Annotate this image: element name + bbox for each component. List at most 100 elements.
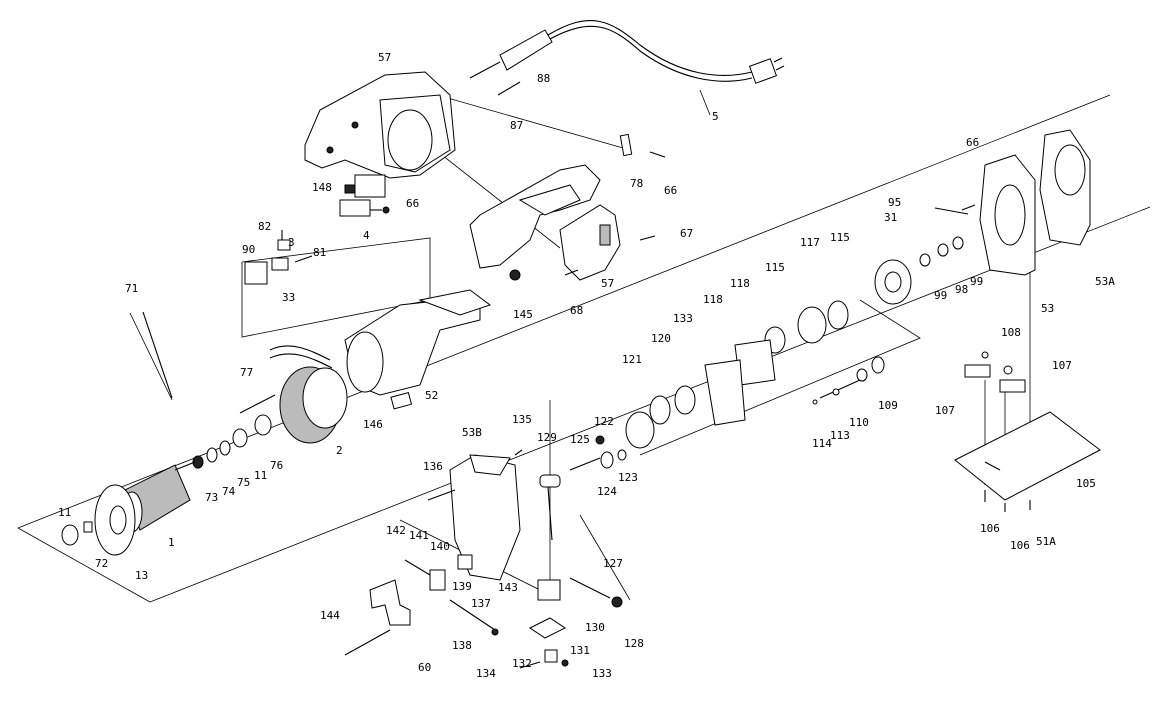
gear-31 (874, 259, 912, 305)
label-57a: 57 (378, 51, 392, 64)
label-122: 122 (594, 415, 614, 428)
label-87: 87 (510, 119, 524, 132)
label-106a: 106 (980, 522, 1000, 535)
power-cord (547, 20, 753, 76)
label-105: 105 (1076, 477, 1096, 490)
label-120: 120 (651, 332, 671, 345)
label-11b: 11 (58, 506, 72, 519)
label-66a: 66 (664, 184, 678, 197)
base-plate (954, 351, 1101, 501)
label-127: 127 (603, 557, 623, 570)
label-76: 76 (270, 459, 284, 472)
housing-left-half (304, 71, 456, 179)
label-66c: 66 (966, 136, 980, 149)
label-52: 52 (425, 389, 439, 402)
label-98: 98 (955, 283, 969, 296)
label-2: 2 (336, 444, 343, 457)
label-57b: 57 (601, 277, 615, 290)
switch-icon (339, 174, 386, 217)
label-129: 129 (537, 431, 557, 444)
label-109: 109 (878, 399, 898, 412)
label-74: 74 (222, 485, 236, 498)
label-72: 72 (95, 557, 109, 570)
label-75: 75 (237, 476, 251, 489)
label-4: 4 (363, 229, 370, 242)
label-124: 124 (597, 485, 617, 498)
gear-case-53A (1039, 129, 1091, 246)
label-130: 130 (585, 621, 605, 634)
label-141: 141 (409, 529, 429, 542)
label-88: 88 (537, 72, 551, 85)
assembly-outline-bottom (149, 206, 1151, 603)
gear-case-53B (449, 454, 521, 581)
label-110: 110 (849, 416, 869, 429)
label-81: 81 (313, 246, 327, 259)
label-133: 133 (592, 667, 612, 680)
cable-tie (142, 311, 173, 399)
label-148: 148 (312, 181, 332, 194)
label-135: 135 (512, 413, 532, 426)
label-115c: 133 (673, 312, 693, 325)
label-134: 134 (476, 667, 496, 680)
label-139: 139 (452, 580, 472, 593)
label-5: 5 (712, 110, 719, 123)
label-115b: 115 (765, 261, 785, 274)
label-67: 67 (680, 227, 694, 240)
label-90: 90 (242, 243, 256, 256)
assembly-outline-left (17, 527, 151, 603)
label-113: 113 (830, 429, 850, 442)
label-33: 33 (282, 291, 296, 304)
label-53: 53 (1041, 302, 1055, 315)
label-118a: 118 (730, 277, 750, 290)
label-53A: 53A (1095, 275, 1115, 288)
field-coil (269, 345, 348, 444)
label-145: 145 (513, 308, 533, 321)
label-117: 117 (800, 236, 820, 249)
label-73: 73 (205, 491, 219, 504)
label-3: 3 (288, 236, 295, 249)
assembly-outline (17, 94, 1111, 529)
label-51A: 51A (1036, 535, 1056, 548)
label-99b: 99 (970, 275, 984, 288)
label-136: 136 (423, 460, 443, 473)
label-31: 31 (884, 211, 898, 224)
label-128: 128 (624, 637, 644, 650)
label-125: 125 (570, 433, 590, 446)
nut-145 (509, 269, 521, 281)
plug-icon (748, 57, 785, 84)
label-146: 146 (363, 418, 383, 431)
label-106b: 106 (1010, 539, 1030, 552)
label-68: 68 (570, 304, 584, 317)
label-1: 1 (168, 536, 175, 549)
blade-guide-60 (369, 579, 411, 626)
label-138: 138 (452, 639, 472, 652)
motor-housing (344, 289, 492, 396)
label-131: 131 (570, 644, 590, 657)
label-143: 143 (498, 581, 518, 594)
label-13: 13 (135, 569, 149, 582)
label-123: 123 (618, 471, 638, 484)
label-118b: 118 (703, 293, 723, 306)
gear-case-53 (979, 154, 1036, 276)
label-11a: 11 (254, 469, 268, 482)
strain-relief-78 (619, 133, 633, 157)
label-142: 142 (386, 524, 406, 537)
label-71: 71 (125, 282, 139, 295)
fan-13 (94, 484, 136, 556)
handle (469, 164, 621, 281)
label-77: 77 (240, 366, 254, 379)
label-144: 144 (320, 609, 340, 622)
label-140: 140 (430, 540, 450, 553)
label-78: 78 (630, 177, 644, 190)
plunger-129 (539, 474, 561, 541)
label-137: 137 (471, 597, 491, 610)
label-60: 60 (418, 661, 432, 674)
label-114: 114 (812, 437, 832, 450)
cord-protector-icon (469, 29, 553, 79)
label-121: 121 (622, 353, 642, 366)
label-95: 95 (888, 196, 902, 209)
label-107b: 107 (935, 404, 955, 417)
label-82: 82 (258, 220, 272, 233)
label-115a: 115 (830, 231, 850, 244)
label-53B: 53B (462, 426, 482, 439)
